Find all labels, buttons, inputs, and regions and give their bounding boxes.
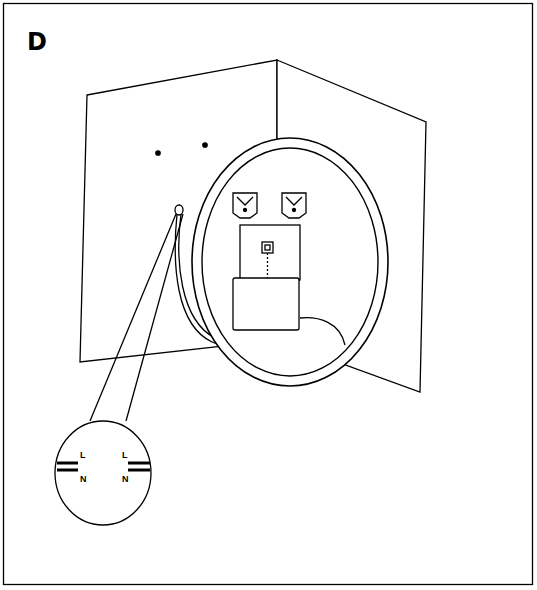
hanging-bracket [233, 193, 257, 218]
leader-line [90, 214, 176, 421]
wire-ends [57, 463, 150, 470]
leader-line [126, 214, 183, 421]
mounting-hole [156, 151, 160, 155]
figure-letter: D [27, 30, 47, 54]
border [4, 4, 533, 585]
driver-box [233, 278, 299, 330]
terminal-label: L [80, 451, 86, 460]
wire-hole [175, 205, 183, 215]
mirror-inner-ring [202, 148, 378, 376]
internal-wire [267, 253, 268, 278]
mirror-outer-ring [192, 138, 388, 386]
terminal-label: N [80, 475, 87, 484]
power-wire [300, 318, 345, 345]
terminal-label: L [122, 451, 128, 460]
terminal-label: N [122, 475, 129, 484]
switch-square [265, 245, 270, 250]
switch-square [262, 242, 273, 253]
mounting-hole [203, 143, 207, 147]
callout-circle [55, 421, 151, 525]
back-plate [240, 225, 300, 280]
hanging-bracket [282, 193, 306, 218]
